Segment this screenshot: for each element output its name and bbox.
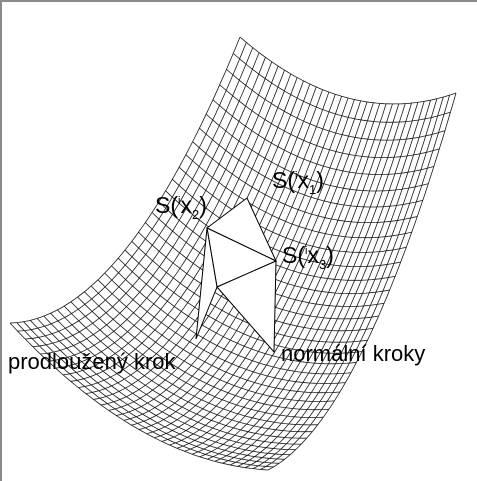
mesh-line <box>9 322 269 471</box>
mesh-line <box>229 101 425 466</box>
mesh-line <box>63 69 285 376</box>
mesh-line <box>239 36 457 105</box>
simplex-triangles <box>195 197 278 354</box>
mesh-line <box>17 42 247 332</box>
mesh-line <box>146 99 355 435</box>
mesh-line <box>78 77 298 388</box>
mesh-line <box>184 103 387 452</box>
mesh-line <box>32 52 260 347</box>
label-normal-steps: normální kroky <box>281 341 425 366</box>
mesh-line <box>267 92 457 471</box>
label-point-x2: S(ix2) <box>155 192 207 222</box>
mesh-line <box>70 73 292 382</box>
mesh-line <box>191 103 393 455</box>
mesh-line <box>176 103 381 449</box>
mesh-line <box>138 97 349 430</box>
mesh-line <box>85 80 304 394</box>
mesh-line <box>40 57 266 355</box>
mesh-line <box>214 102 412 462</box>
mesh-line <box>260 94 450 470</box>
mesh-line <box>232 53 451 123</box>
mesh-line <box>47 61 273 362</box>
mesh-line <box>108 89 323 411</box>
mesh-line <box>226 69 446 141</box>
label-point-x3: S(ix3) <box>282 242 334 272</box>
mesh-line <box>55 65 279 369</box>
mesh-line <box>123 94 336 421</box>
mesh-line <box>131 96 342 426</box>
mesh-line <box>222 102 419 464</box>
mesh-line <box>16 322 274 468</box>
frame-top-border <box>0 0 477 2</box>
label-point-x1: S(ix1) <box>272 167 324 197</box>
reflected-triangle-normal <box>216 260 277 354</box>
mesh-line <box>199 103 400 458</box>
mesh-line <box>237 99 431 467</box>
frame-left-border <box>0 0 2 481</box>
mesh-line <box>9 36 241 324</box>
surface-mesh <box>9 36 457 471</box>
label-extended-step: prodloužený krok <box>8 349 177 374</box>
mesh-line <box>97 279 340 394</box>
mesh-line <box>245 98 438 468</box>
mesh-line <box>101 86 317 406</box>
mesh-line <box>25 47 254 340</box>
mesh-line <box>154 100 362 439</box>
reflected-triangle-extended <box>195 227 218 340</box>
mesh-line <box>116 91 330 416</box>
mesh-line <box>252 96 444 470</box>
mesh-line <box>207 103 406 460</box>
